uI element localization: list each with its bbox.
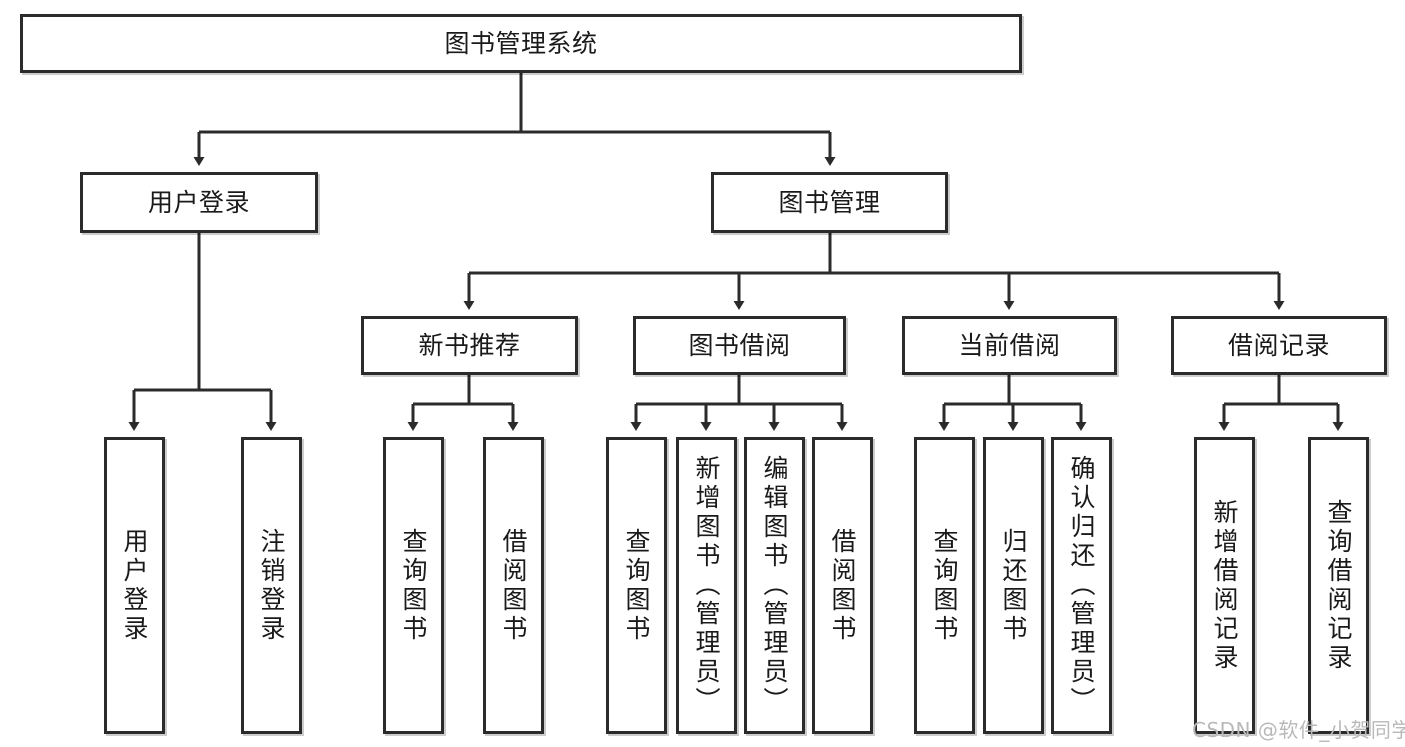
node-label: 查询借阅记录 [1324,498,1353,673]
leaf-borrow-borrow-book[interactable]: 借阅图书 [812,437,873,734]
node-label: 新增图书（管理员） [692,455,721,716]
leaf-record-query-record[interactable]: 查询借阅记录 [1308,437,1369,734]
node-book-borrow[interactable]: 图书借阅 [633,316,846,375]
node-label: 确认归还（管理员） [1067,455,1096,716]
node-label: 查询图书 [622,527,651,644]
node-label: 当前借阅 [958,330,1061,360]
node-label: 查询图书 [399,527,428,644]
node-label: 图书管理系统 [444,28,598,58]
node-label: 归还图书 [999,527,1028,644]
leaf-user-login-login[interactable]: 用户登录 [104,437,165,734]
leaf-borrow-add-book-admin[interactable]: 新增图书（管理员） [676,437,737,734]
leaf-borrow-query-book[interactable]: 查询图书 [606,437,667,734]
node-label: 借阅图书 [499,527,528,644]
leaf-new-book-query[interactable]: 查询图书 [383,437,444,734]
leaf-current-confirm-return-admin[interactable]: 确认归还（管理员） [1051,437,1112,734]
node-new-book-recommend[interactable]: 新书推荐 [361,316,578,375]
node-current-borrow[interactable]: 当前借阅 [902,316,1117,375]
leaf-current-return-book[interactable]: 归还图书 [983,437,1044,734]
leaf-current-query-book[interactable]: 查询图书 [914,437,975,734]
node-label: 查询图书 [930,527,959,644]
leaf-new-book-borrow[interactable]: 借阅图书 [483,437,544,734]
node-label: 借阅记录 [1227,330,1330,360]
leaf-record-add-record[interactable]: 新增借阅记录 [1194,437,1255,734]
node-label: 新增借阅记录 [1210,498,1239,673]
node-label: 编辑图书（管理员） [760,455,789,716]
node-label: 图书借阅 [688,330,791,360]
node-root-book-management-system[interactable]: 图书管理系统 [20,14,1022,73]
node-label: 用户登录 [147,187,250,217]
node-user-login[interactable]: 用户登录 [80,172,318,233]
leaf-user-login-logout[interactable]: 注销登录 [241,437,302,734]
node-label: 新书推荐 [418,330,521,360]
csdn-watermark: CSDN @软件_小贺同学 [1192,718,1405,742]
node-book-management[interactable]: 图书管理 [711,172,948,233]
node-label: 图书管理 [778,187,881,217]
node-label: 借阅图书 [828,527,857,644]
node-label: 用户登录 [120,527,149,644]
leaf-borrow-edit-book-admin[interactable]: 编辑图书（管理员） [744,437,805,734]
node-label: 注销登录 [257,527,286,644]
node-borrow-record[interactable]: 借阅记录 [1171,316,1387,375]
